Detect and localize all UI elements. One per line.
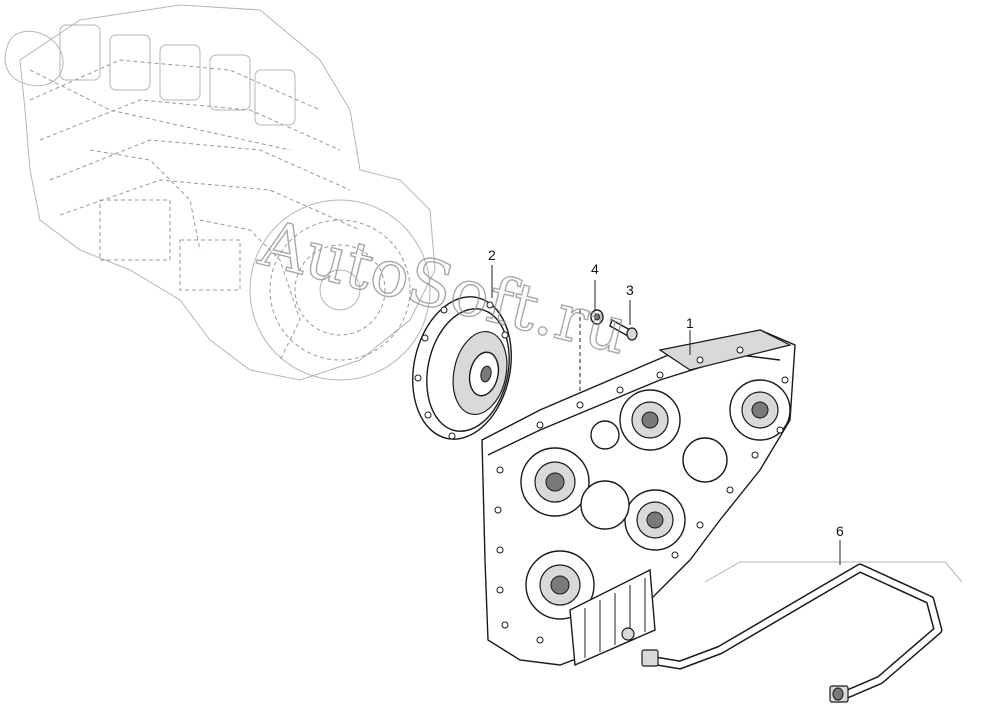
callout-2: 2 — [488, 247, 496, 263]
callout-1: 1 — [686, 315, 694, 331]
gear-housing — [481, 329, 796, 667]
bolt — [609, 318, 638, 341]
callout-leaders — [491, 265, 841, 565]
flywheel-coupling — [412, 296, 512, 440]
callout-4: 4 — [591, 261, 599, 277]
oil-pipe — [641, 563, 943, 703]
engine-block-ghost — [4, 4, 436, 381]
callout-6: 6 — [836, 523, 844, 539]
washer — [590, 309, 604, 325]
callout-3: 3 — [626, 282, 634, 298]
pipe-reference-line — [704, 561, 963, 583]
